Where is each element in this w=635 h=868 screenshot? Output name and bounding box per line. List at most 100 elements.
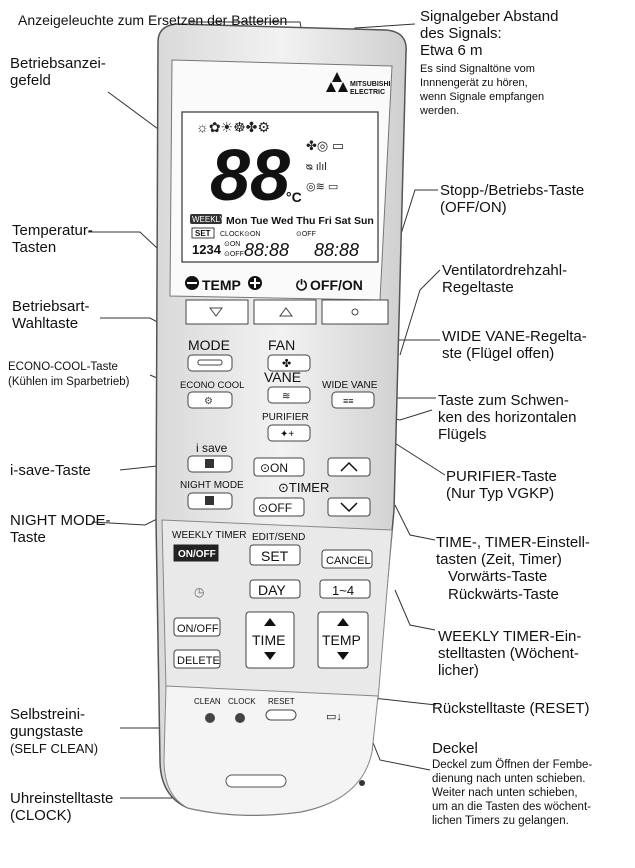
temp-down-small-icon bbox=[337, 652, 349, 660]
clean-button[interactable] bbox=[205, 713, 215, 723]
temp-down-button[interactable] bbox=[185, 299, 249, 325]
econo-cool-label: ECONO COOL bbox=[180, 380, 244, 391]
svg-text:⊙ON: ⊙ON bbox=[260, 461, 288, 475]
isave-label: i save bbox=[196, 441, 228, 455]
delete-button[interactable] bbox=[173, 649, 221, 669]
weekly-onoff-button[interactable] bbox=[173, 617, 221, 637]
econo-cool-icon: ⚙ bbox=[204, 396, 213, 407]
wide-vane-description: WIDE VANE-Regelta-ste (Flügel offen) bbox=[442, 328, 587, 362]
svg-text:⊙OFF: ⊙OFF bbox=[258, 501, 292, 515]
reset-button[interactable] bbox=[265, 709, 297, 721]
clean-label: CLEAN bbox=[194, 697, 221, 706]
self-clean-description: Selbstreini-gungstaste(SELF CLEAN) bbox=[10, 706, 99, 756]
temp-weekly-button[interactable] bbox=[317, 611, 369, 669]
night-mode-description: NIGHT MODE-Taste bbox=[10, 512, 111, 546]
timer-label: ⊙TIMER bbox=[278, 480, 329, 495]
lcd-set-badge: SET bbox=[195, 229, 211, 238]
lcd-time-1: 88:88 bbox=[244, 240, 289, 260]
fan-button[interactable] bbox=[267, 354, 311, 372]
edit-send-label: EDIT/SEND bbox=[252, 532, 305, 543]
lcd-icons-right: ✤◎ ▭ bbox=[306, 138, 344, 153]
svg-text:DELETE: DELETE bbox=[177, 655, 220, 667]
svg-text:ON/OFF: ON/OFF bbox=[178, 549, 216, 560]
temp-up-small-icon bbox=[337, 618, 349, 626]
chevron-down-icon bbox=[340, 502, 358, 513]
svg-text:DAY: DAY bbox=[258, 582, 286, 598]
mode-label: MODE bbox=[188, 337, 230, 353]
wide-vane-button[interactable] bbox=[331, 391, 375, 409]
one-four-button[interactable] bbox=[319, 579, 371, 599]
backward-button[interactable] bbox=[327, 497, 371, 517]
lcd-off-small2: ⊙OFF bbox=[224, 251, 244, 258]
off-on-button[interactable] bbox=[321, 299, 389, 325]
lcd-off-small: ⊙OFF bbox=[296, 231, 316, 238]
set-button[interactable] bbox=[249, 544, 301, 566]
svg-text:☼✿☀☸✤⚙: ☼✿☀☸✤⚙ bbox=[196, 119, 270, 135]
battery-icon: ▭↓ bbox=[326, 711, 342, 723]
mode-select-label: Betriebsart-Wahltaste bbox=[12, 298, 90, 332]
mode-button[interactable] bbox=[187, 354, 233, 372]
econo-cool-description: ECONO-COOL-Taste(Kühlen im Sparbetrieb) bbox=[8, 361, 130, 388]
temp-keys-label: Temperatur-Tasten bbox=[12, 222, 93, 256]
svg-text:CANCEL: CANCEL bbox=[326, 555, 371, 567]
time-timer-description: TIME-, TIMER-Einstell-tasten (Zeit, Time… bbox=[436, 534, 590, 568]
lcd-time-2: 88:88 bbox=[314, 240, 359, 260]
lcd-days: Mon Tue Wed Thu Fri Sat Sun bbox=[226, 215, 374, 227]
battery-label: Anzeigeleuchte zum Ersetzen der Batterie… bbox=[18, 12, 288, 28]
fan-label: FAN bbox=[268, 337, 295, 353]
lcd-unit: °C bbox=[286, 189, 302, 205]
clock-description: Uhreinstelltaste(CLOCK) bbox=[10, 790, 114, 824]
time-button[interactable] bbox=[245, 611, 295, 669]
clock-button[interactable] bbox=[235, 713, 245, 723]
backward-description: Rückwärts-Taste bbox=[448, 586, 559, 603]
svg-text:SET: SET bbox=[261, 548, 289, 564]
svg-text:TEMP: TEMP bbox=[322, 632, 361, 648]
vane-icon: ≋ bbox=[282, 391, 290, 402]
cover-note: Deckel zum Öffnen der Fembe-dienung nach… bbox=[432, 759, 593, 827]
temp-down-icon bbox=[209, 307, 223, 317]
lcd-display: ☼✿☀☸✤⚙ 88 °C ✤◎ ▭ ᴓ ılıl ◎≋ ▭ WEEKLY Mon… bbox=[181, 111, 379, 263]
stop-run-label: Stopp-/Betriebs-Taste(OFF/ON) bbox=[440, 182, 585, 216]
lcd-clock-on: CLOCK⊙ON bbox=[220, 231, 260, 238]
display-label: Betriebsanzei-gefeld bbox=[10, 55, 106, 89]
purifier-label: PURIFIER bbox=[262, 412, 309, 423]
clock-label: CLOCK bbox=[228, 697, 256, 706]
wide-vane-icon: ≡≡ bbox=[343, 396, 354, 406]
temp-up-icon bbox=[279, 307, 293, 317]
lcd-weekly-badge: WEEKLY bbox=[192, 215, 225, 224]
off-on-label: OFF/ON bbox=[310, 277, 363, 293]
lcd-on-small: ⊙ON bbox=[224, 241, 240, 248]
reset-label: RESET bbox=[268, 697, 295, 706]
temp-label: TEMP bbox=[202, 277, 241, 293]
lcd-temperature: 88 bbox=[210, 136, 290, 216]
fan-speed-label: Ventilatordrehzahl-Regeltaste bbox=[442, 262, 568, 296]
night-mode-label: NIGHT MODE bbox=[180, 480, 244, 491]
svg-text:◎≋ ▭: ◎≋ ▭ bbox=[306, 181, 338, 193]
day-button[interactable] bbox=[249, 579, 301, 599]
temp-up-button[interactable] bbox=[253, 299, 317, 325]
off-timer-button[interactable] bbox=[253, 497, 305, 517]
vane-label: VANE bbox=[264, 369, 301, 385]
fan-icon: ✤ bbox=[282, 358, 291, 370]
purifier-description: PURIFIER-Taste(Nur Typ VGKP) bbox=[446, 468, 557, 502]
wide-vane-label: WIDE VANE bbox=[322, 380, 378, 391]
purifier-button[interactable] bbox=[267, 424, 311, 442]
time-down-icon bbox=[264, 652, 276, 660]
weekly-description: WEEKLY TIMER-Ein-stelltasten (Wöchent-li… bbox=[438, 628, 582, 679]
cover-title: Deckel bbox=[432, 740, 478, 757]
vane-button[interactable] bbox=[267, 386, 311, 404]
svg-text:ON/OFF: ON/OFF bbox=[177, 623, 219, 635]
cancel-button[interactable] bbox=[321, 549, 373, 569]
econo-cool-button[interactable] bbox=[187, 391, 233, 409]
lcd-1234: 1234 bbox=[192, 242, 222, 257]
on-timer-button[interactable] bbox=[253, 457, 305, 477]
isave-description: i-save-Taste bbox=[10, 462, 91, 479]
weekly-on-off-button[interactable] bbox=[173, 544, 219, 562]
chevron-up-icon bbox=[340, 461, 358, 472]
forward-button[interactable] bbox=[327, 457, 371, 477]
reset-description: Rückstelltaste (RESET) bbox=[432, 700, 590, 717]
time-up-icon bbox=[264, 618, 276, 626]
svg-text:MITSUBISHI: MITSUBISHI bbox=[350, 81, 391, 88]
